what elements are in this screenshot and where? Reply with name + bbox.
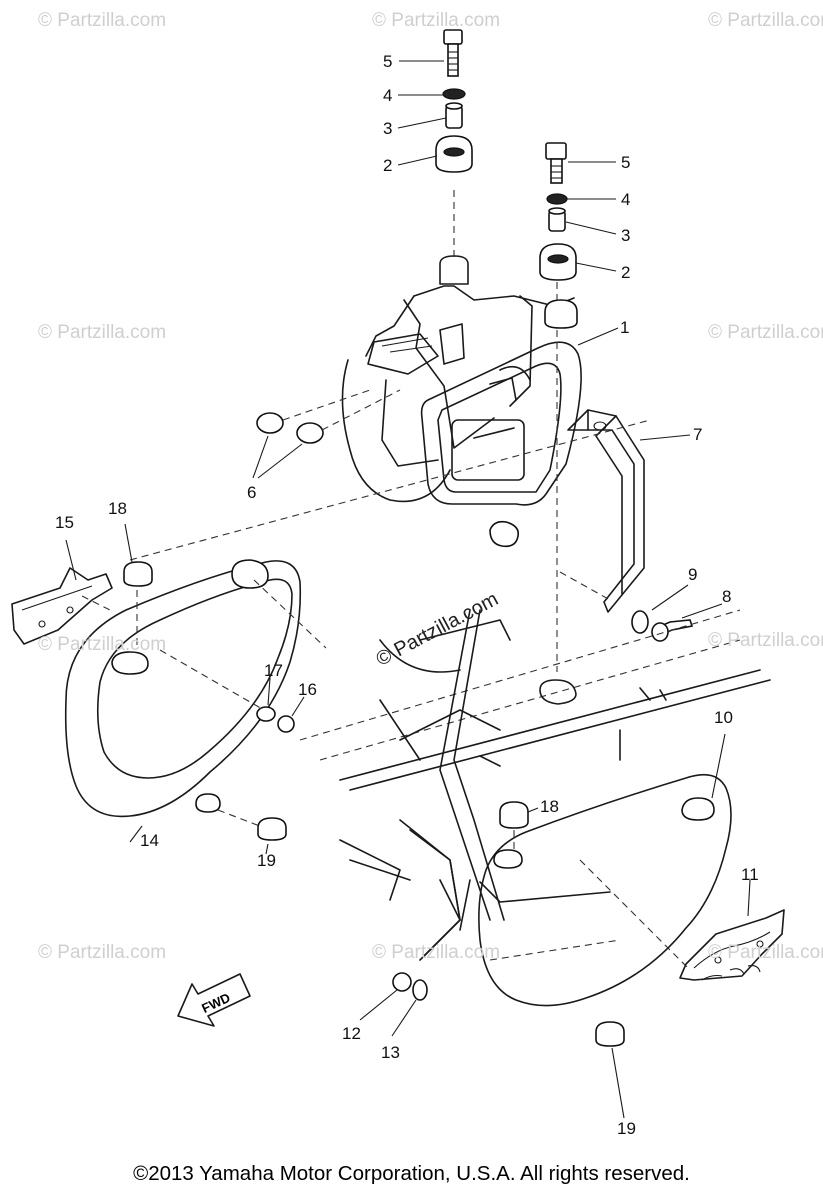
watermark: © Partzilla.com (38, 634, 167, 655)
callout-2[interactable]: 2 (383, 156, 393, 175)
watermark: © Partzilla.com (372, 942, 501, 963)
bracket-15[interactable] (11, 567, 113, 645)
screw-8[interactable] (651, 619, 694, 642)
callout-3[interactable]: 3 (621, 226, 631, 245)
collar-3-top-right[interactable] (548, 207, 566, 232)
callout-9[interactable]: 9 (688, 565, 698, 584)
bolt-5-top-left[interactable] (443, 29, 463, 77)
callout-15[interactable]: 15 (55, 513, 74, 532)
callout-18[interactable]: 18 (540, 797, 559, 816)
callout-4[interactable]: 4 (621, 190, 631, 209)
callout-12[interactable]: 12 (342, 1024, 361, 1043)
callout-2[interactable]: 2 (621, 263, 631, 282)
callout-16[interactable]: 16 (298, 680, 317, 699)
callout-7[interactable]: 7 (693, 425, 703, 444)
washer-17[interactable] (256, 706, 276, 722)
watermark: © Partzilla.com (38, 10, 167, 31)
callout-5[interactable]: 5 (621, 153, 631, 172)
damper-2-top-left[interactable] (435, 135, 473, 173)
washer-4-top-right[interactable] (546, 193, 568, 205)
emblem-11[interactable] (679, 909, 785, 981)
callout-17[interactable]: 17 (264, 661, 283, 680)
watermark: © Partzilla.com (38, 322, 167, 343)
callout-3[interactable]: 3 (383, 119, 393, 138)
callout-19[interactable]: 19 (617, 1119, 636, 1138)
callout-14[interactable]: 14 (140, 831, 159, 850)
grommet-19-right[interactable] (595, 1021, 625, 1047)
callout-4[interactable]: 4 (383, 86, 393, 105)
collar-3-top-left[interactable] (445, 102, 463, 129)
grommet-19-left[interactable] (257, 817, 287, 841)
side-cover-10[interactable] (478, 773, 732, 1007)
fwd-arrow-icon: FWD (177, 973, 251, 1027)
washer-9[interactable] (631, 610, 649, 634)
callout-8[interactable]: 8 (722, 587, 732, 606)
nut-16[interactable] (277, 715, 295, 733)
washer-4-top-left[interactable] (442, 88, 466, 100)
damper-2-top-right[interactable] (539, 243, 577, 281)
washer-13[interactable] (412, 979, 428, 1001)
callout-19[interactable]: 19 (257, 851, 276, 870)
callout-11[interactable]: 11 (741, 865, 759, 884)
callout-1[interactable]: 1 (620, 318, 630, 337)
grommet-6-left[interactable] (256, 412, 284, 434)
callout-5[interactable]: 5 (383, 52, 393, 71)
bolt-5-top-right[interactable] (545, 142, 567, 184)
nut-12[interactable] (392, 972, 412, 992)
grommet-18-left[interactable] (123, 561, 153, 587)
watermark: © Partzilla.com (372, 10, 501, 31)
side-cover-14[interactable] (64, 559, 302, 818)
watermark: © Partzilla.com (38, 942, 167, 963)
watermark: © Partzilla.com (708, 942, 823, 963)
copyright-notice: ©2013 Yamaha Motor Corporation, U.S.A. A… (133, 1162, 690, 1185)
grommet-6-right[interactable] (296, 422, 324, 444)
watermark: © Partzilla.com (708, 10, 823, 31)
callout-10[interactable]: 10 (714, 708, 733, 727)
frame (129, 419, 771, 961)
battery-box-1[interactable] (341, 255, 582, 548)
bracket-7[interactable] (567, 409, 645, 613)
callout-6[interactable]: 6 (247, 483, 257, 502)
grommet-18-right[interactable] (499, 801, 529, 829)
callout-13[interactable]: 13 (381, 1043, 400, 1062)
watermark: © Partzilla.com (708, 630, 823, 651)
watermark: © Partzilla.com (708, 322, 823, 343)
callout-18[interactable]: 18 (108, 499, 127, 518)
